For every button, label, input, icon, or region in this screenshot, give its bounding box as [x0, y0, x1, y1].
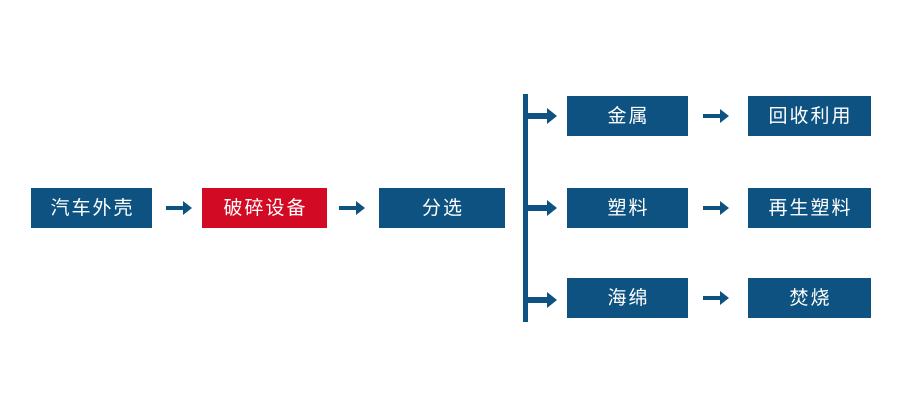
node-car-shell-label: 汽车外壳 — [50, 196, 135, 219]
node-sorting[interactable]: 分选 — [379, 188, 505, 228]
arrow-crusher-to-sorting-icon — [339, 198, 365, 218]
node-plastic-material-label: 塑料 — [607, 196, 650, 219]
node-sorting-label: 分选 — [421, 196, 464, 219]
arrow-plastic-to-outcome-icon — [703, 198, 729, 218]
node-plastic-outcome-label: 再生塑料 — [768, 196, 853, 219]
branch-bus-connector — [523, 94, 559, 322]
node-sponge-outcome-label: 焚烧 — [789, 286, 832, 309]
node-metal-material[interactable]: 金属 — [567, 96, 688, 136]
arrow-car-shell-to-crusher-icon — [166, 198, 192, 218]
node-plastic-outcome[interactable]: 再生塑料 — [748, 188, 871, 228]
node-sponge-material[interactable]: 海绵 — [567, 278, 688, 318]
node-plastic-material[interactable]: 塑料 — [567, 188, 688, 228]
arrow-sponge-to-outcome-icon — [703, 288, 729, 308]
node-car-shell[interactable]: 汽车外壳 — [31, 188, 152, 228]
arrow-metal-to-outcome-icon — [703, 106, 729, 126]
node-sponge-outcome[interactable]: 焚烧 — [748, 278, 871, 318]
node-metal-outcome[interactable]: 回收利用 — [748, 96, 871, 136]
node-metal-material-label: 金属 — [607, 104, 650, 127]
node-crusher[interactable]: 破碎设备 — [202, 188, 327, 228]
node-crusher-label: 破碎设备 — [223, 196, 308, 219]
node-metal-outcome-label: 回收利用 — [768, 104, 853, 127]
node-sponge-material-label: 海绵 — [607, 286, 650, 309]
